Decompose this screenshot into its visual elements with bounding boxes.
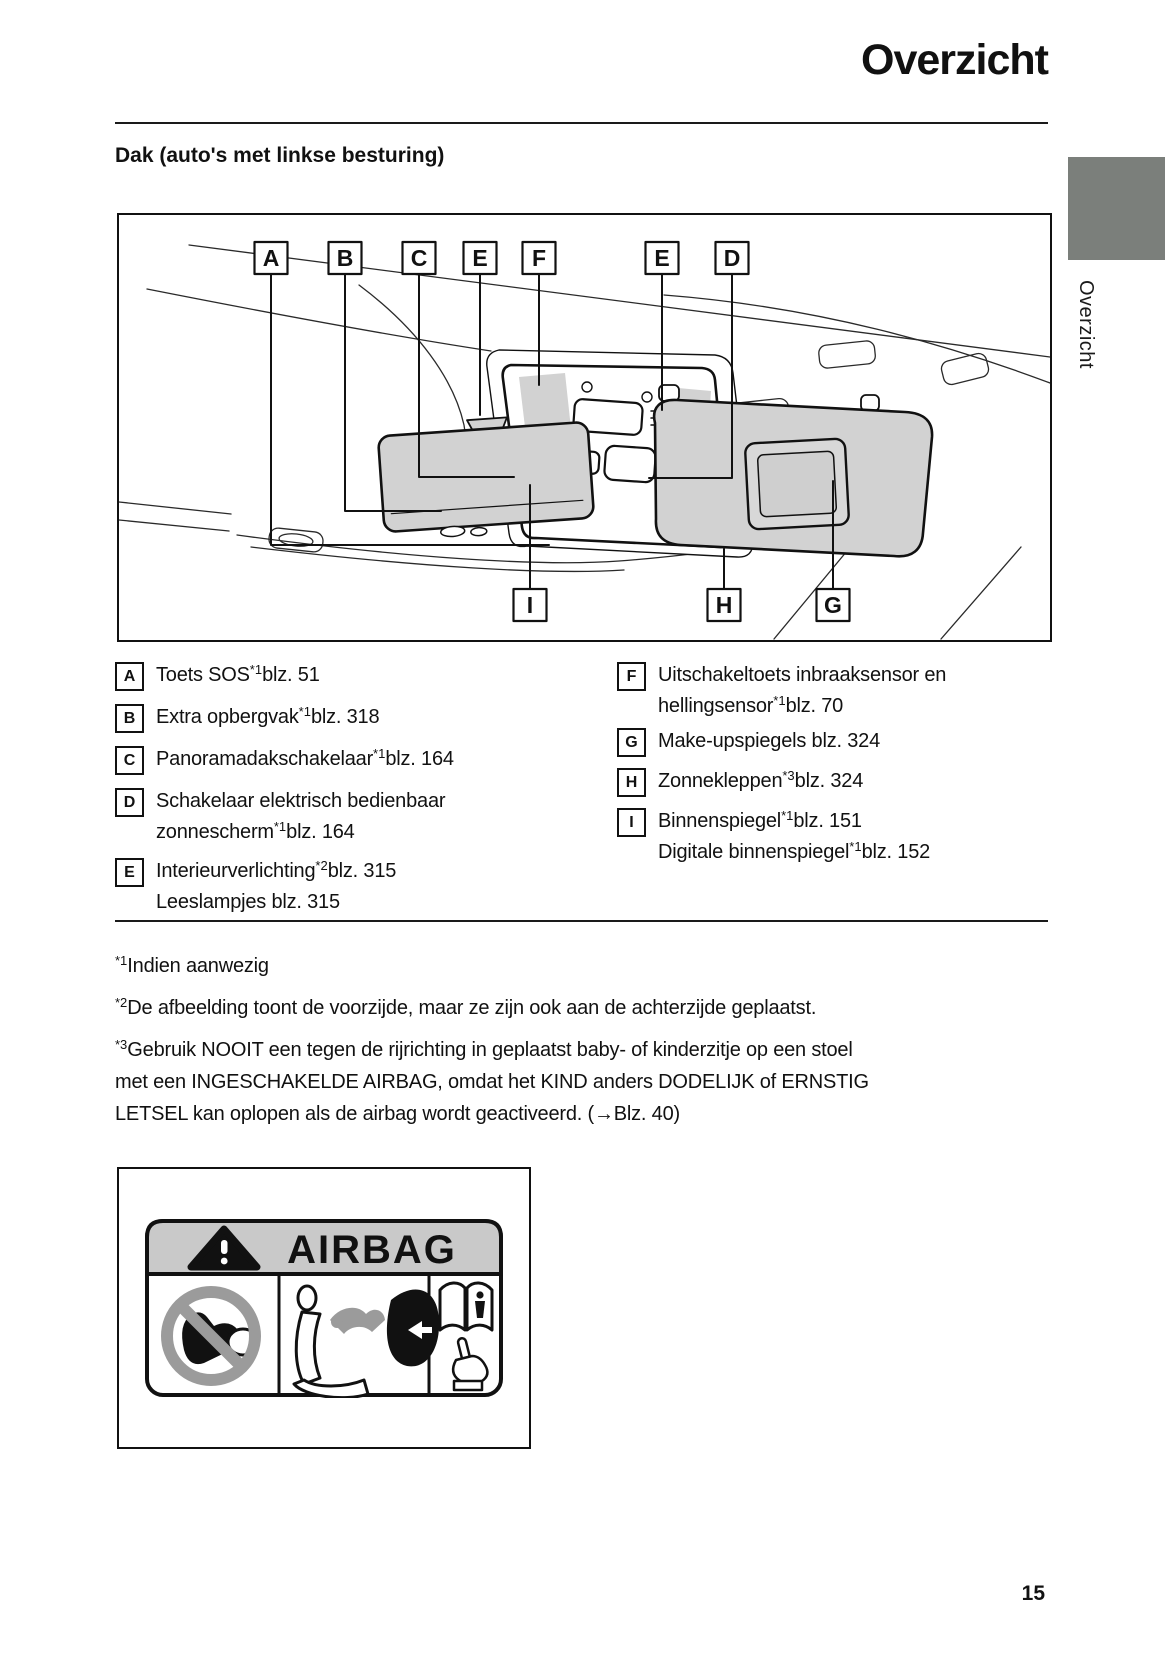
- legend-letter-box: H: [617, 768, 646, 797]
- callout-label: G: [815, 587, 851, 623]
- callout-label: C: [401, 240, 437, 276]
- title-divider: [115, 122, 1048, 124]
- callout-label: A: [253, 240, 289, 276]
- legend-letter-box: I: [617, 808, 646, 837]
- roof-diagram-frame: A B C E F E D I H G: [117, 213, 1052, 642]
- svg-text:A: A: [263, 245, 280, 271]
- legend-item-b: B Extra opbergvak*1blz. 318: [115, 702, 380, 733]
- legend-letter-box: C: [115, 746, 144, 775]
- legend-divider: [115, 920, 1048, 922]
- legend-item-f: F Uitschakeltoets inbraaksensor en helli…: [617, 660, 946, 722]
- svg-text:D: D: [724, 245, 741, 271]
- callout-label: B: [327, 240, 363, 276]
- airbag-deploy-icon: [292, 1284, 440, 1398]
- vanity-mirror: [744, 437, 850, 531]
- leader-lines: [270, 273, 834, 590]
- chapter-tab-label: Overzicht: [1075, 280, 1097, 369]
- legend-item-h: H Zonnekleppen*3blz. 324: [617, 766, 863, 797]
- leader-d: [648, 273, 733, 479]
- callout-label: E: [644, 240, 680, 276]
- callout-label: E: [462, 240, 498, 276]
- sun-visor: [652, 384, 934, 558]
- legend-letter-box: B: [115, 704, 144, 733]
- leader-a: [270, 273, 550, 546]
- svg-text:E: E: [654, 245, 669, 271]
- callout-label: D: [714, 240, 750, 276]
- airbag-warning-box: AIRBAG: [117, 1167, 531, 1449]
- read-manual-icon: [438, 1281, 494, 1392]
- legend-letter-box: E: [115, 858, 144, 887]
- svg-text:F: F: [532, 245, 546, 271]
- legend-letter-box: A: [115, 662, 144, 691]
- svg-text:B: B: [337, 245, 354, 271]
- callout-labels-top: A B C E F E D: [253, 240, 750, 276]
- airbag-warning-label: AIRBAG: [145, 1219, 503, 1398]
- svg-text:H: H: [716, 592, 733, 618]
- footnote-2: *2De afbeelding toont de voorzijde, maar…: [115, 995, 817, 1019]
- leader-b: [344, 273, 442, 512]
- callout-label: H: [706, 587, 742, 623]
- callout-label: F: [521, 240, 557, 276]
- roof-diagram-illustration: A B C E F E D I H G: [118, 240, 1051, 640]
- legend-item-g: G Make-upspiegels blz. 324: [617, 726, 880, 757]
- legend-item-c: C Panoramadakschakelaar*1blz. 164: [115, 744, 454, 775]
- no-rearfacing-childseat-icon: [161, 1286, 261, 1386]
- svg-text:C: C: [411, 245, 428, 271]
- legend-item-e: E Interieurverlichting*2blz. 315 Leeslam…: [115, 856, 396, 918]
- svg-text:E: E: [472, 245, 487, 271]
- page-title: Overzicht: [861, 36, 1049, 84]
- callout-label: I: [512, 587, 548, 623]
- page-number: 15: [1021, 1582, 1045, 1605]
- legend-item-d: D Schakelaar elektrisch bedienbaar zonne…: [115, 786, 446, 848]
- callout-labels-bottom: I H G: [512, 587, 851, 623]
- legend-letter-box: G: [617, 728, 646, 757]
- warning-triangle-icon: [187, 1225, 261, 1271]
- legend-letter-box: D: [115, 788, 144, 817]
- leader-c: [418, 273, 515, 478]
- footnote-1: *1Indien aanwezig: [115, 953, 269, 977]
- legend-item-i: I Binnenspiegel*1blz. 151 Digitale binne…: [617, 806, 930, 868]
- legend-item-a: A Toets SOS*1blz. 51: [115, 660, 320, 691]
- legend-letter-box: F: [617, 662, 646, 691]
- footnote-3: *3Gebruik NOOIT een tegen de rijrichting…: [115, 1037, 869, 1125]
- airbag-title: AIRBAG: [287, 1228, 457, 1272]
- svg-text:G: G: [824, 592, 842, 618]
- chapter-tab: [1068, 157, 1165, 260]
- section-heading: Dak (auto's met linkse besturing): [115, 144, 445, 167]
- svg-text:I: I: [527, 592, 533, 618]
